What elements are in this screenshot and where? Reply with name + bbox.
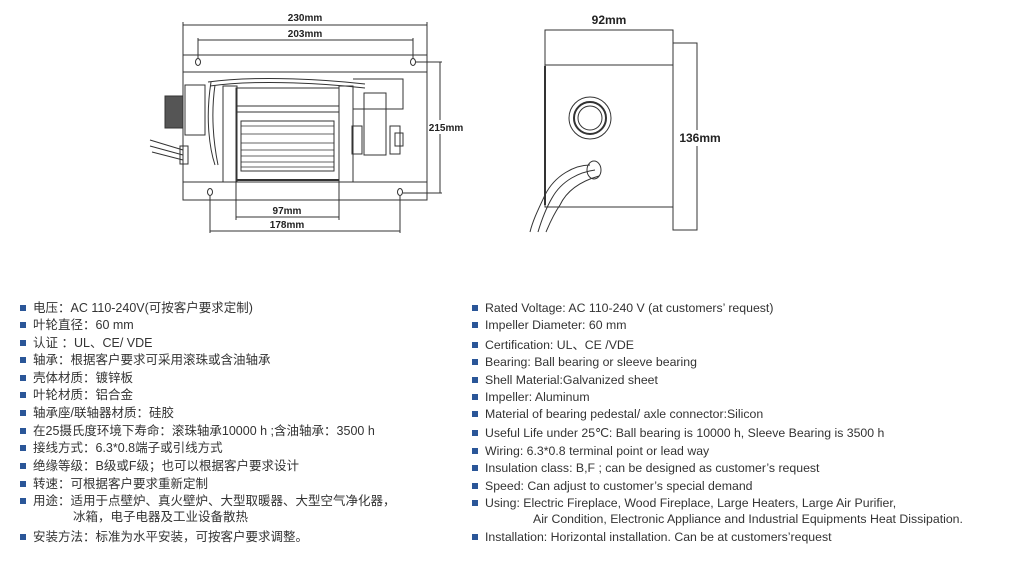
capacitor: [184, 84, 206, 136]
spec-text-continued: Air Condition, Electronic Appliance and …: [533, 512, 963, 526]
spec-text: 叶轮直径：60 mm: [33, 318, 134, 332]
bullet-icon: [472, 377, 478, 383]
bullet-icon: [20, 498, 26, 504]
bullet-icon: [472, 448, 478, 454]
bullet-icon: [472, 411, 478, 417]
motor: [363, 92, 387, 156]
spec-text-continued: 冰箱，电子电器及工业设备散热: [73, 510, 249, 524]
spec-text: Impeller Diameter: 60 mm: [485, 318, 627, 332]
bullet-icon: [472, 394, 478, 400]
bullet-icon: [20, 375, 26, 381]
mount-hole: [195, 58, 201, 66]
bullet-icon: [20, 340, 26, 346]
bullet-icon: [472, 534, 478, 540]
spec-text: 轴承座/联轴器材质：硅胶: [33, 406, 174, 420]
spec-text: 转速：可根据客户要求重新定制: [33, 477, 209, 491]
mount-hole: [410, 58, 416, 66]
front-view-drawing: 230mm 203mm: [149, 13, 464, 233]
spec-text: Bearing: Ball bearing or sleeve bearing: [485, 355, 697, 369]
spec-text: 在25摄氏度环境下寿命：滚珠轴承10000 h ;含油轴承：3500 h: [33, 424, 375, 438]
technical-drawings: 230mm 203mm: [149, 13, 723, 233]
mount-hole: [207, 188, 213, 196]
side-view-drawing: 92mm 136mm: [529, 13, 723, 233]
dim-label-136: 136mm: [679, 131, 720, 145]
spec-text: Certification: UL、CE /VDE: [485, 338, 634, 352]
spec-text: Insulation class: B,F ; can be designed …: [485, 461, 820, 475]
spec-text: 叶轮材质：铝合金: [33, 388, 134, 402]
spec-text: Installation: Horizontal installation. C…: [485, 530, 832, 544]
bullet-icon: [472, 359, 478, 365]
bullet-icon: [20, 357, 26, 363]
bullet-icon: [472, 430, 478, 436]
spec-text: 绝缘等级：B级或F级；也可以根据客户要求设计: [33, 459, 299, 473]
knob: [164, 95, 184, 129]
bullet-icon: [472, 465, 478, 471]
knob-circle: [568, 96, 612, 140]
spec-text: 轴承：根据客户要求可采用滚珠或含油轴承: [33, 353, 271, 367]
bullet-icon: [20, 410, 26, 416]
spec-text: 用途：适用于点壁炉、真火壁炉、大型取暖器、大型空气净化器，: [33, 494, 396, 508]
dim-label-215: 215mm: [429, 123, 464, 134]
impeller-blades: [240, 120, 335, 172]
spec-text: Rated Voltage: AC 110-240 V (at customer…: [485, 301, 774, 315]
dim-label-92: 92mm: [592, 13, 627, 27]
bullet-icon: [20, 481, 26, 487]
dim-label-203: 203mm: [288, 29, 323, 40]
bullet-icon: [20, 392, 26, 398]
spec-text: Material of bearing pedestal/ axle conne…: [485, 407, 764, 421]
spec-text: 接线方式：6.3*0.8端子或引线方式: [33, 441, 223, 455]
bullet-icon: [20, 428, 26, 434]
impeller-housing: [235, 87, 340, 183]
bullet-icon: [20, 445, 26, 451]
bullet-icon: [20, 463, 26, 469]
side-housing: [544, 64, 674, 208]
spec-text: Impeller: Aluminum: [485, 390, 590, 404]
bullet-icon: [472, 342, 478, 348]
bullet-icon: [472, 322, 478, 328]
spec-text: 电压：AC 110-240V(可按客户要求定制): [33, 301, 253, 315]
mount-hole: [397, 188, 403, 196]
spec-text: 认证 ：UL、CE/ VDE: [33, 336, 153, 350]
bullet-icon: [472, 483, 478, 489]
bullet-icon: [20, 305, 26, 311]
bullet-icon: [472, 500, 478, 506]
bullet-icon: [20, 534, 26, 540]
spec-text: Using: Electric Fireplace, Wood Fireplac…: [485, 496, 897, 510]
spec-text: Shell Material:Galvanized sheet: [485, 373, 658, 387]
spec-text: 安装方法：标准为水平安装，可按客户要求调整。: [33, 530, 309, 544]
dim-label-178: 178mm: [270, 220, 305, 231]
dim-label-230: 230mm: [288, 13, 323, 24]
spec-text: Useful Life under 25℃: Ball bearing is 1…: [485, 426, 885, 440]
spec-text: 壳体材质：镀锌板: [33, 371, 134, 385]
spec-text: Speed: Can adjust to customer’s special …: [485, 479, 753, 493]
bullet-icon: [20, 322, 26, 328]
dim-label-97: 97mm: [273, 206, 302, 217]
bullet-icon: [472, 305, 478, 311]
spec-text: Wiring: 6.3*0.8 terminal point or lead w…: [485, 444, 710, 458]
